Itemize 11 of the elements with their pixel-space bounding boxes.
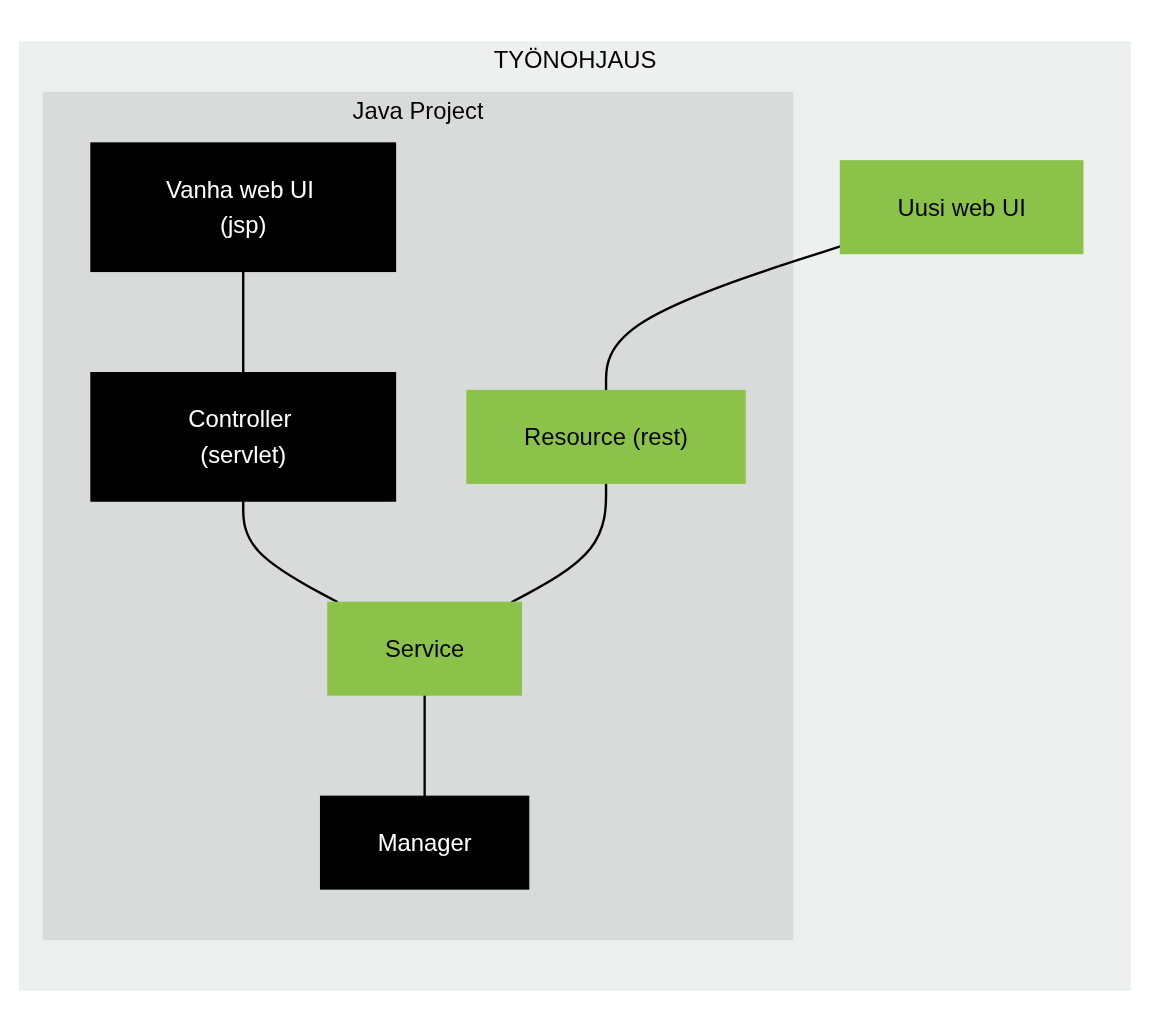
node-box: Uusi web UI	[839, 160, 1084, 255]
connector	[242, 271, 245, 373]
connector	[604, 245, 841, 391]
connector	[423, 695, 426, 797]
node-box: Controller (servlet)	[90, 372, 397, 502]
node-box: Resource (rest)	[466, 389, 746, 484]
connector	[242, 501, 339, 604]
node-box: Service	[327, 601, 523, 696]
node-box: Manager	[319, 795, 530, 890]
node-box: Vanha web UI (jsp)	[90, 142, 397, 273]
connector	[510, 483, 608, 604]
